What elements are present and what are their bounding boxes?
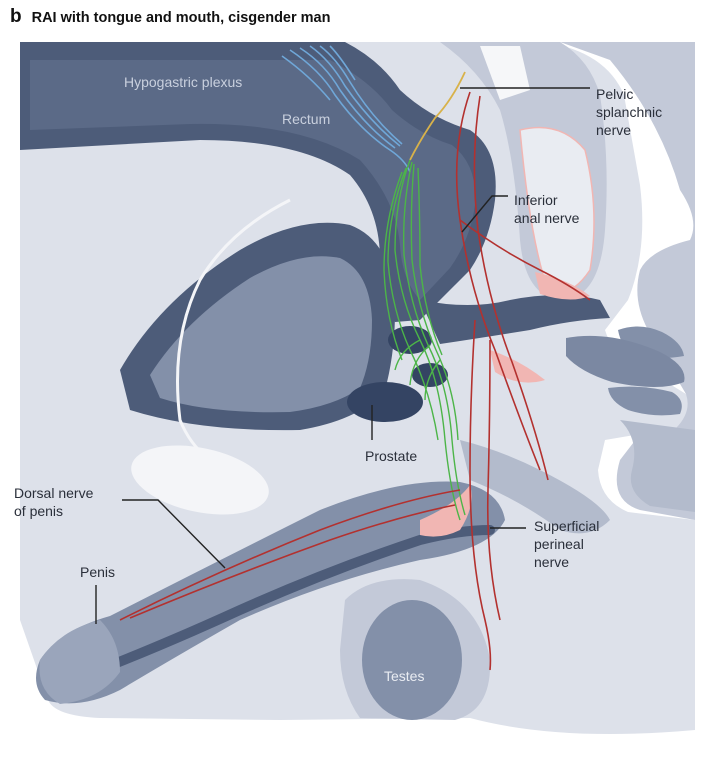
- label-superficial-1: Superficial: [534, 518, 599, 534]
- penis-glans: [39, 620, 120, 704]
- leader-inferior: [461, 195, 508, 233]
- label-superficial-2: perineal: [534, 536, 584, 552]
- panel-letter: b: [10, 6, 22, 27]
- panel-title: RAI with tongue and mouth, cisgender man: [31, 10, 331, 26]
- label-prostate: Prostate: [365, 448, 417, 464]
- label-hypogastric-plexus: Hypogastric plexus: [124, 74, 242, 90]
- anal-canal: [420, 295, 610, 344]
- pubic-bone: [131, 445, 269, 515]
- bladder-inner: [150, 256, 372, 413]
- label-inferior-2: anal nerve: [514, 210, 580, 226]
- leader-dorsal: [122, 499, 226, 569]
- prostate-shape: [347, 382, 423, 422]
- penis-pink: [420, 485, 472, 537]
- label-pelvic-3: nerve: [596, 122, 631, 138]
- leader-lines: [95, 87, 590, 624]
- seminal-vesicle: [388, 326, 432, 354]
- anal-sphincter-pink: [535, 272, 590, 300]
- hypogastric-plexus-nerves: [281, 45, 411, 173]
- label-testes: Testes: [384, 668, 424, 684]
- label-pelvic-2: splanchnic: [596, 104, 662, 120]
- yellow-nerve: [409, 71, 466, 161]
- green-nerve-bundle: [383, 159, 466, 521]
- label-dorsal-1: Dorsal nerve: [14, 485, 94, 501]
- perineum: [460, 440, 610, 534]
- lip-lower: [608, 386, 682, 416]
- bone-tip: [480, 46, 530, 100]
- label-pelvic-1: Pelvic: [596, 86, 633, 102]
- tongue: [566, 335, 685, 387]
- bone-highlight: [519, 126, 595, 294]
- label-dorsal-2: of penis: [14, 503, 63, 519]
- panel-header: b RAI with tongue and mouth, cisgender m…: [10, 6, 330, 34]
- testis-shape: [362, 600, 462, 720]
- red-nerves: [119, 91, 591, 671]
- label-superficial-3: nerve: [534, 554, 569, 570]
- chin: [620, 420, 695, 512]
- label-rectum: Rectum: [282, 111, 330, 127]
- label-penis: Penis: [80, 564, 115, 580]
- label-inferior-1: Inferior: [514, 192, 558, 208]
